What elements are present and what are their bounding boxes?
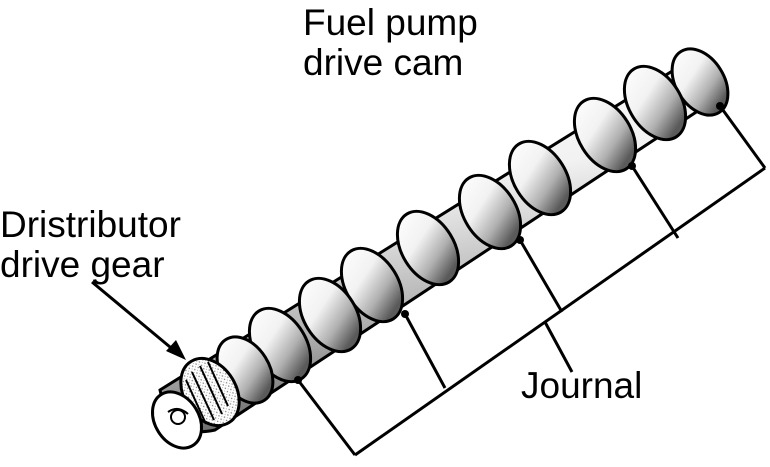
fuel-pump-drive-cam-label: Fuel pump drive cam xyxy=(303,3,478,83)
fuel-pump-label-line1: Fuel pump xyxy=(303,3,478,43)
distributor-arrow xyxy=(92,282,186,360)
distributor-label-line1: Dristributor xyxy=(0,205,181,245)
distributor-drive-gear-label: Dristributor drive gear xyxy=(0,205,181,285)
journal-label: Journal xyxy=(521,366,642,406)
distributor-label-line2: drive gear xyxy=(0,245,181,285)
cam-lobes xyxy=(206,39,740,413)
fuel-pump-label-line2: drive cam xyxy=(303,43,478,83)
